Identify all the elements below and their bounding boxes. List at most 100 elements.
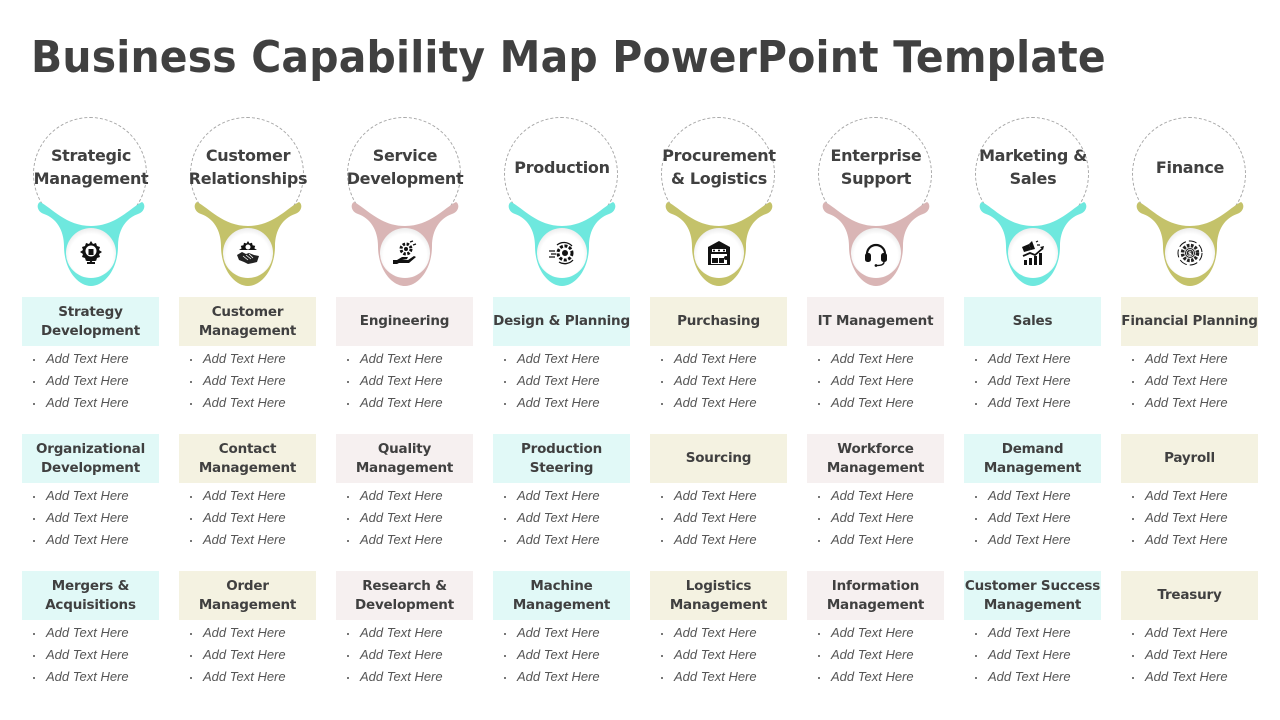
capability-box: Information Management — [807, 571, 944, 620]
capability-box: Mergers & Acquisitions — [22, 571, 159, 620]
bullet-item: Add Text Here — [179, 529, 317, 551]
bullet-item: Add Text Here — [22, 529, 160, 551]
capability-box: Sourcing — [650, 434, 787, 483]
bullet-item: Add Text Here — [650, 485, 788, 507]
bullet-item: Add Text Here — [1121, 622, 1259, 644]
capability-box: Strategy Development — [22, 297, 159, 346]
bullet-item: Add Text Here — [22, 622, 160, 644]
bullet-item: Add Text Here — [964, 529, 1102, 551]
bullet-item: Add Text Here — [650, 622, 788, 644]
bullet-item: Add Text Here — [650, 529, 788, 551]
bullet-item: Add Text Here — [807, 507, 945, 529]
column-heading: Customer Relationships — [188, 146, 308, 188]
capability-box: Logistics Management — [650, 571, 787, 620]
bullet-item: Add Text Here — [650, 666, 788, 688]
bullet-item: Add Text Here — [336, 529, 474, 551]
bullet-item: Add Text Here — [493, 485, 631, 507]
bullet-item: Add Text Here — [179, 666, 317, 688]
bullet-item: Add Text Here — [493, 507, 631, 529]
capability-box: Design & Planning — [493, 297, 630, 346]
bullet-item: Add Text Here — [22, 392, 160, 414]
bullet-item: Add Text Here — [22, 348, 160, 370]
bullet-item: Add Text Here — [493, 370, 631, 392]
column-heading: Procurement & Logistics — [662, 146, 776, 188]
bullet-item: Add Text Here — [1121, 529, 1259, 551]
megaphone-chart-icon — [1008, 228, 1058, 278]
bullet-item: Add Text Here — [807, 370, 945, 392]
bullet-item: Add Text Here — [179, 644, 317, 666]
bullet-item: Add Text Here — [493, 622, 631, 644]
capability-box: Engineering — [336, 297, 473, 346]
bullet-item: Add Text Here — [493, 348, 631, 370]
bullet-item: Add Text Here — [22, 666, 160, 688]
page-title: Business Capability Map PowerPoint Templ… — [31, 32, 1106, 83]
bullet-item: Add Text Here — [807, 529, 945, 551]
capability-box: Contact Management — [179, 434, 316, 483]
bullet-item: Add Text Here — [1121, 370, 1259, 392]
capability-box: Treasury — [1121, 571, 1258, 620]
bullet-item: Add Text Here — [336, 370, 474, 392]
column-heading: Enterprise Support — [830, 146, 922, 188]
bullet-item: Add Text Here — [22, 370, 160, 392]
bullet-item: Add Text Here — [650, 644, 788, 666]
capability-box: IT Management — [807, 297, 944, 346]
bullet-item: Add Text Here — [964, 348, 1102, 370]
bullet-item: Add Text Here — [336, 644, 474, 666]
bullet-item: Add Text Here — [179, 485, 317, 507]
bullet-item: Add Text Here — [179, 348, 317, 370]
bullet-item: Add Text Here — [22, 485, 160, 507]
bullet-item: Add Text Here — [964, 392, 1102, 414]
capability-column: Strategic Management Strategy Developmen… — [22, 0, 160, 720]
bullet-item: Add Text Here — [964, 507, 1102, 529]
bullet-item: Add Text Here — [336, 485, 474, 507]
headset-icon — [851, 228, 901, 278]
column-heading: Strategic Management — [33, 146, 149, 188]
capability-box: Order Management — [179, 571, 316, 620]
bullet-item: Add Text Here — [179, 507, 317, 529]
bullet-item: Add Text Here — [807, 622, 945, 644]
capability-box: Research & Development — [336, 571, 473, 620]
bullet-item: Add Text Here — [22, 644, 160, 666]
capability-box: Demand Management — [964, 434, 1101, 483]
bullet-item: Add Text Here — [1121, 485, 1259, 507]
capability-box: Quality Management — [336, 434, 473, 483]
bullet-item: Add Text Here — [179, 622, 317, 644]
bullet-item: Add Text Here — [807, 348, 945, 370]
bullet-item: Add Text Here — [336, 348, 474, 370]
capability-box: Machine Management — [493, 571, 630, 620]
bullet-item: Add Text Here — [964, 644, 1102, 666]
bullet-item: Add Text Here — [964, 485, 1102, 507]
column-heading: Marketing & Sales — [979, 146, 1087, 188]
capability-box: Customer Management — [179, 297, 316, 346]
bullet-item: Add Text Here — [493, 529, 631, 551]
capability-box: Workforce Management — [807, 434, 944, 483]
handshake-gear-icon — [223, 228, 273, 278]
bullet-item: Add Text Here — [336, 507, 474, 529]
bullet-item: Add Text Here — [964, 666, 1102, 688]
bullet-item: Add Text Here — [493, 392, 631, 414]
bullet-item: Add Text Here — [807, 392, 945, 414]
svg-text:$: $ — [1188, 250, 1192, 257]
capability-column: Customer Relationships Customer Manageme… — [179, 0, 317, 720]
bullet-item: Add Text Here — [807, 666, 945, 688]
